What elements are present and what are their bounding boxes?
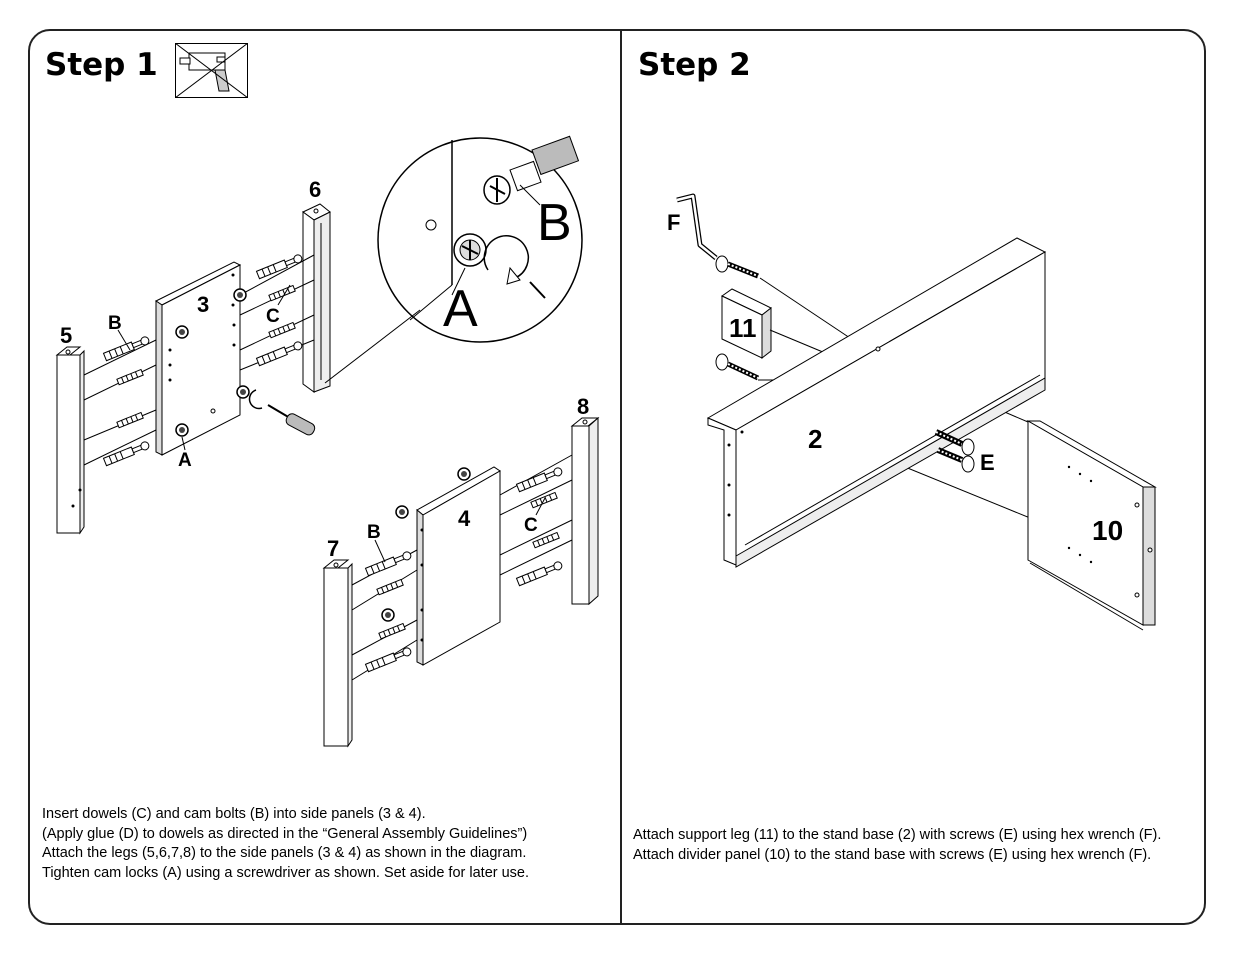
electric-drill-crossed-out-icon	[175, 43, 248, 98]
support-leg-11	[721, 288, 772, 360]
side-panel-3	[155, 261, 242, 456]
step1-title: Step 1	[45, 47, 158, 83]
screwdriver-icon	[248, 389, 316, 436]
leg-6-label: 6	[309, 177, 321, 202]
divider-panel-label: 10	[1092, 515, 1123, 546]
step1-instruction-line: (Apply glue (D) to dowels as directed in…	[42, 825, 528, 842]
side-panel-4	[416, 466, 501, 666]
instruction-sheet-frame	[28, 29, 1206, 925]
hex-wrench-icon	[676, 193, 718, 260]
screw-icon	[715, 255, 760, 381]
dowel-label-1: C	[266, 306, 280, 327]
cam-lock-detail-view	[324, 135, 583, 384]
step-divider	[620, 31, 622, 923]
screws-e	[934, 429, 975, 473]
step1-diagram: 5 6 7 8 3 4 B B C C A A B	[55, 135, 600, 748]
stand-base-2	[706, 237, 1047, 568]
step1-instruction-line: Attach the legs (5,6,7,8) to the side pa…	[42, 845, 527, 861]
hex-wrench-label: F	[667, 210, 680, 235]
dowel-label-2: C	[524, 515, 538, 536]
leg-8-label: 8	[577, 394, 589, 419]
panel-3-label: 3	[197, 292, 209, 317]
leg-5-label: 5	[60, 323, 72, 348]
step2-title: Step 2	[638, 47, 751, 83]
support-leg-label: 11	[729, 313, 757, 343]
cam-lock-label: A	[178, 450, 192, 471]
leg-5	[55, 346, 85, 535]
detail-cam-bolt-label: B	[537, 194, 572, 252]
screws-label: E	[980, 450, 995, 475]
cam-bolt-label-2: B	[367, 522, 381, 543]
stand-base-label: 2	[808, 424, 822, 454]
step1-instruction-line: Insert dowels (C) and cam bolts (B) into…	[42, 806, 426, 822]
leg-8	[570, 416, 600, 606]
step2-instructions: Attach support leg (11) to the stand bas…	[633, 826, 1193, 865]
step2-diagram: F 11 2 E 10	[667, 193, 1157, 631]
step2-instruction-text: Attach support leg (11) to the stand bas…	[633, 827, 1162, 863]
divider-panel-10	[1026, 420, 1157, 631]
leg-7-label: 7	[327, 536, 339, 561]
step1-instruction-line: Tighten cam locks (A) using a screwdrive…	[42, 864, 530, 881]
panel-4-label: 4	[458, 506, 471, 531]
cam-bolt-label-1: B	[108, 313, 122, 334]
detail-cam-lock-label: A	[443, 280, 478, 338]
step1-instructions: Insert dowels (C) and cam bolts (B) into…	[42, 805, 612, 883]
leg-7	[322, 559, 353, 748]
